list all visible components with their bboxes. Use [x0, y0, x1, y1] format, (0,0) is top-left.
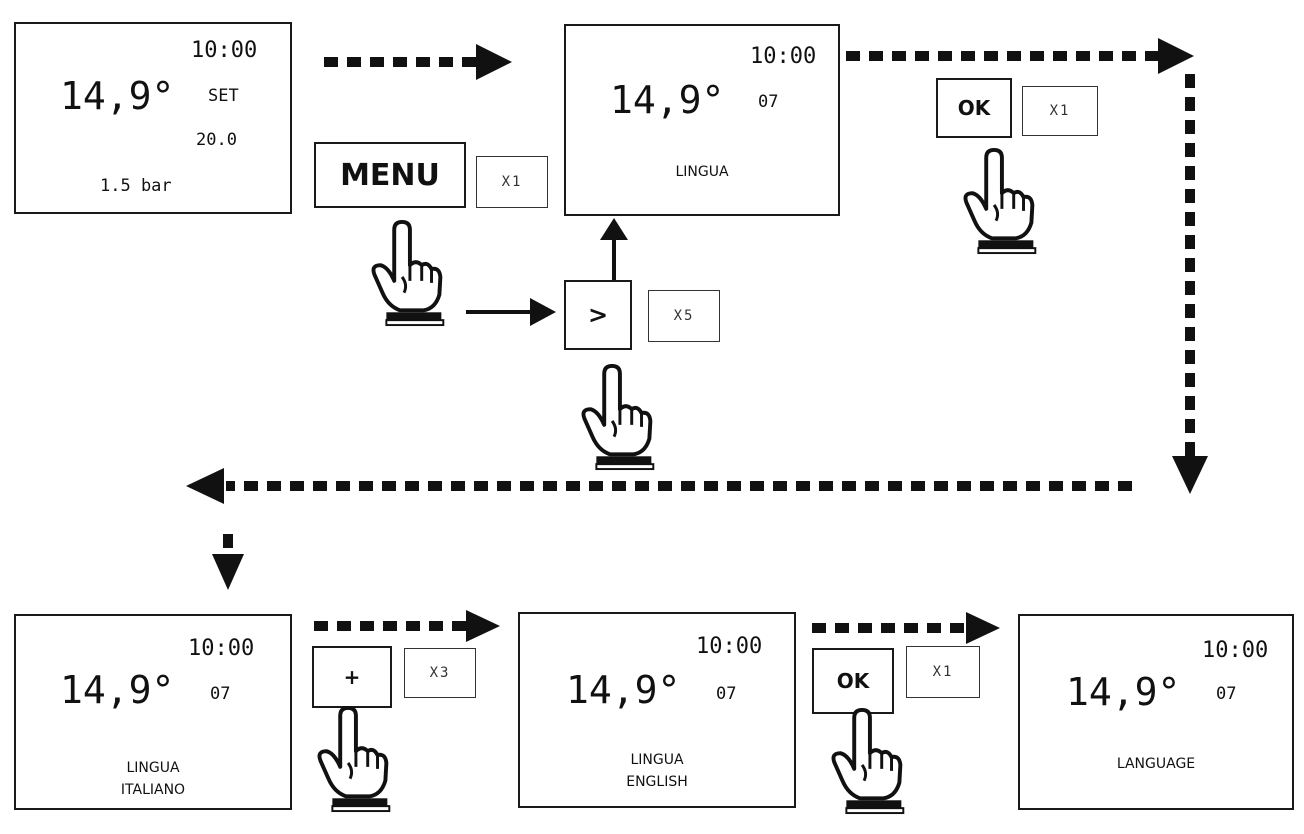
screen-pressure: 1.5 bar — [100, 176, 172, 196]
screen-time: 10:00 — [1202, 638, 1269, 663]
screen-time: 10:00 — [191, 38, 258, 63]
screen-line2: ENGLISH — [626, 774, 688, 790]
arrowhead-right — [466, 610, 500, 642]
arrowhead-down — [212, 554, 244, 590]
arrowhead-left — [186, 468, 224, 504]
arrowhead-right — [1158, 38, 1194, 74]
plus-press-count: X3 — [404, 648, 476, 698]
screen-temperature: 14,9° — [60, 74, 175, 118]
pointing-hand-icon — [963, 148, 1038, 256]
ok-first-press-count: X1 — [1022, 86, 1098, 136]
screen-parameter-code: 07 — [758, 92, 779, 112]
screen-parameter-code: 07 — [716, 684, 737, 704]
screen-parameter-code: 07 — [1216, 684, 1237, 704]
menu-button-label: MENU — [340, 157, 440, 193]
screen-temperature: 14,9° — [60, 668, 175, 712]
screen-temperature: 14,9° — [610, 78, 725, 122]
arrowhead-right — [530, 298, 556, 326]
screen-line1: LANGUAGE — [1116, 756, 1196, 772]
display-screen-language: 10:00 14,9° 07 LANGUAGE — [1018, 614, 1294, 810]
pointing-hand-icon — [831, 708, 906, 816]
ok-button-second[interactable]: OK — [812, 648, 894, 714]
ok-button-first[interactable]: OK — [936, 78, 1012, 138]
arrowhead-right — [476, 44, 512, 80]
screen-setpoint: 20.0 — [196, 130, 237, 150]
screen-line2: ITALIANO — [120, 782, 186, 798]
ok-button-label: OK — [836, 669, 870, 693]
pointing-hand-icon — [317, 706, 392, 814]
screen-line1: LINGUA — [675, 164, 729, 180]
pointing-hand-icon — [581, 364, 656, 472]
screen-time: 10:00 — [750, 44, 817, 69]
display-screen-home: 10:00 14,9° SET 20.0 1.5 bar — [14, 22, 292, 214]
screen-time: 10:00 — [696, 634, 763, 659]
menu-button[interactable]: MENU — [314, 142, 466, 208]
screen-temperature: 14,9° — [566, 668, 681, 712]
menu-press-count: X1 — [476, 156, 548, 208]
screen-parameter-code: 07 — [210, 684, 231, 704]
arrowhead-right — [966, 612, 1000, 644]
screen-time: 10:00 — [188, 636, 255, 661]
plus-button-label: + — [343, 665, 361, 689]
arrowhead-up — [600, 218, 628, 240]
screen-line1: LINGUA — [630, 752, 684, 768]
right-arrow-button[interactable]: > — [564, 280, 632, 350]
screen-line1: LINGUA — [126, 760, 180, 776]
display-screen-italiano: 10:00 14,9° 07 LINGUA ITALIANO — [14, 614, 292, 810]
display-screen-lingua: 10:00 14,9° 07 LINGUA — [564, 24, 840, 216]
pointing-hand-icon — [371, 220, 446, 328]
display-screen-english: 10:00 14,9° 07 LINGUA ENGLISH — [518, 612, 796, 808]
screen-set-label: SET — [208, 86, 239, 106]
right-arrow-press-count: X5 — [648, 290, 720, 342]
screen-temperature: 14,9° — [1066, 670, 1181, 714]
right-arrow-button-label: > — [587, 301, 609, 329]
arrowhead-down — [1172, 456, 1208, 494]
ok-second-press-count: X1 — [906, 646, 980, 698]
ok-button-label: OK — [957, 96, 991, 120]
